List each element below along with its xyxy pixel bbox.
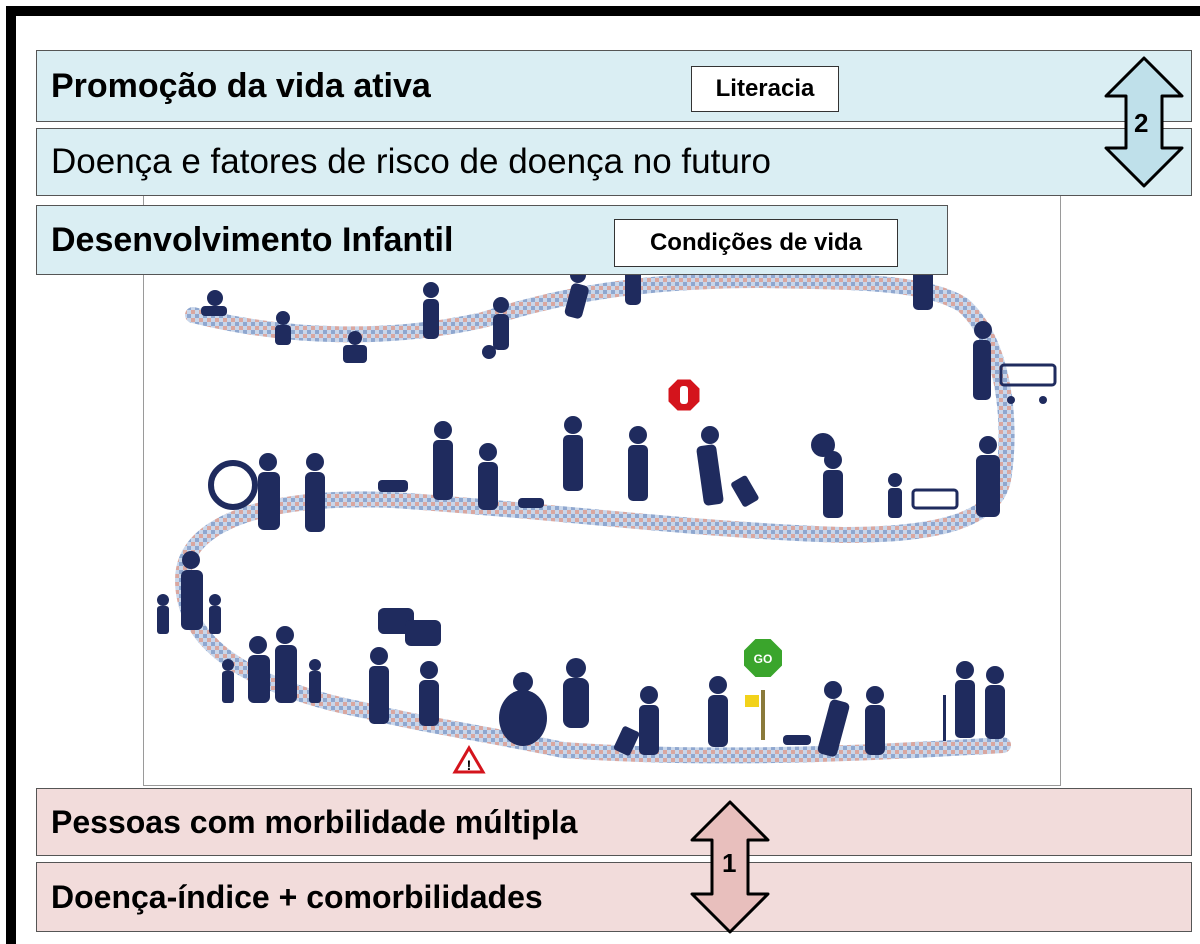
svg-text:!: ! <box>467 757 472 773</box>
living-conditions-tag: Condições de vida <box>614 219 898 267</box>
arrow-label-2: 2 <box>1134 108 1149 138</box>
child-development-label: Desenvolvimento Infantil <box>51 220 454 259</box>
living-conditions-label: Condições de vida <box>649 229 863 256</box>
go-sign-icon: GO <box>742 637 784 740</box>
band-promotion-active-life: Promoção da vida ativa <box>36 50 1192 122</box>
svg-text:GO: GO <box>754 652 773 666</box>
arrow-label-1: 1 <box>722 848 737 878</box>
people-silhouettes <box>157 241 1057 757</box>
band-index-disease: Doença-índice + comorbilidades <box>36 862 1192 932</box>
life-course-road-illustration: GO ! <box>157 241 1057 774</box>
band-multimorbidity: Pessoas com morbilidade múltipla <box>36 788 1192 856</box>
multimorbidity-label: Pessoas com morbilidade múltipla <box>51 803 578 840</box>
promotion-label: Promoção da vida ativa <box>51 66 431 105</box>
warning-sign-icon: ! <box>452 745 486 774</box>
double-arrow-blue-icon <box>1104 56 1184 188</box>
band-future-disease-risk: Doença e fatores de risco de doença no f… <box>36 128 1192 196</box>
double-arrow-pink-icon <box>690 800 770 934</box>
literacy-tag: Literacia <box>691 66 839 112</box>
index-disease-label: Doença-índice + comorbilidades <box>51 878 543 915</box>
literacy-label: Literacia <box>715 75 815 102</box>
stop-sign-icon <box>665 376 703 414</box>
future-risk-label: Doença e fatores de risco de doença no f… <box>51 142 771 181</box>
